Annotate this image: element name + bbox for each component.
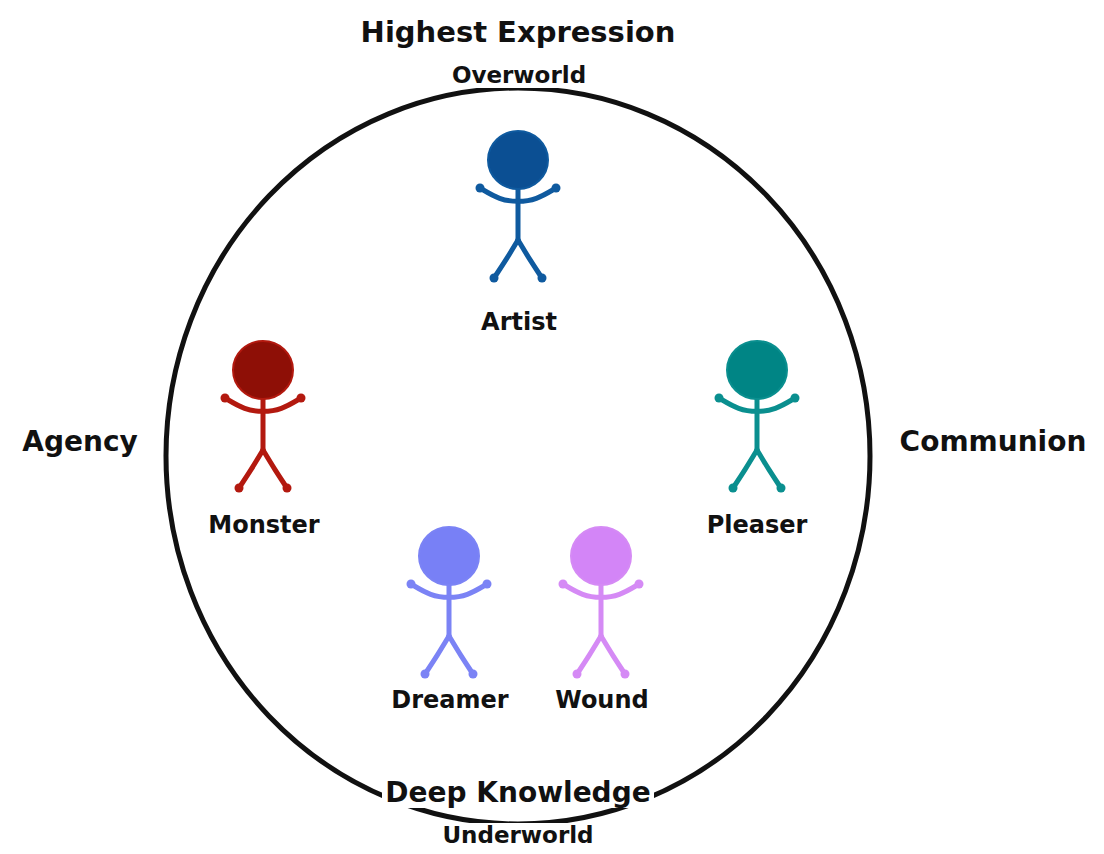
figure-body [516,186,521,242]
figure-head [488,131,548,189]
figure-body [447,582,452,638]
figure-joint [421,670,430,679]
pole-heading: Deep Knowledge [382,778,653,808]
figure-joint [777,484,786,493]
figure-body [599,582,604,638]
figure-joint [490,274,499,283]
figure-joint [559,580,568,589]
axis-label: Agency [19,427,141,457]
figure-joint [221,394,230,403]
figure-leg [518,240,542,278]
figure-body [261,396,266,452]
figure-joint [297,394,306,403]
figure-label: Wound [552,687,651,713]
figure-head [419,527,479,585]
figure-label: Monster [205,512,322,538]
figure-label: Artist [478,309,560,335]
figure-joint [573,670,582,679]
figure-head [727,341,787,399]
stick-figure [715,341,800,493]
figure-label: Dreamer [388,687,511,713]
figure-joint [407,580,416,589]
figure-leg [425,636,449,674]
figure-body [755,396,760,452]
figure-leg [263,450,287,488]
figure-leg [733,450,757,488]
figure-joint [729,484,738,493]
stick-figure [221,341,306,493]
stick-figure [407,527,492,679]
figure-joint [538,274,547,283]
pole-subheading: Underworld [439,823,596,848]
axis-label: Communion [897,427,1090,457]
figure-joint [635,580,644,589]
figure-joint [235,484,244,493]
stick-figure [476,131,561,283]
figure-joint [621,670,630,679]
stick-figure [559,527,644,679]
pole-heading: Highest Expression [358,17,679,48]
figure-leg [757,450,781,488]
pole-subheading: Overworld [449,63,589,88]
figure-joint [469,670,478,679]
figure-joint [476,184,485,193]
figure-joint [283,484,292,493]
figure-leg [577,636,601,674]
figure-joint [791,394,800,403]
figure-leg [494,240,518,278]
figure-head [233,341,293,399]
figure-leg [239,450,263,488]
figure-joint [715,394,724,403]
figure-label: Pleaser [704,512,811,538]
world-circle [166,88,870,824]
figure-leg [601,636,625,674]
figure-joint [552,184,561,193]
figure-joint [483,580,492,589]
figure-leg [449,636,473,674]
figure-head [571,527,631,585]
